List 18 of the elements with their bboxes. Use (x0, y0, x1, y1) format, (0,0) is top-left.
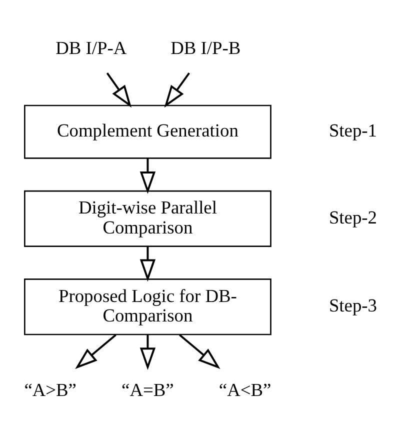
node-box: Digit-wise Parallel Comparison (24, 190, 272, 246)
node-text: “A>B” (24, 379, 76, 400)
node-box: Proposed Logic for DB-Comparison (24, 278, 272, 335)
arrow (178, 334, 220, 368)
node-label: Step-2 (328, 207, 378, 228)
arrow (164, 72, 190, 108)
node-text: “A=B” (122, 379, 174, 400)
node-text: DB I/P-A (56, 37, 127, 58)
arrow (140, 158, 156, 194)
node-label: Step-3 (328, 295, 378, 316)
arrow (140, 334, 156, 370)
node-text: DB I/P-B (170, 37, 241, 58)
node-box: Complement Generation (24, 104, 272, 158)
arrow (140, 246, 156, 282)
arrow (106, 72, 132, 108)
node-label: Step-1 (328, 120, 378, 140)
arrow (75, 334, 116, 368)
node-text: “A<B” (218, 379, 272, 400)
